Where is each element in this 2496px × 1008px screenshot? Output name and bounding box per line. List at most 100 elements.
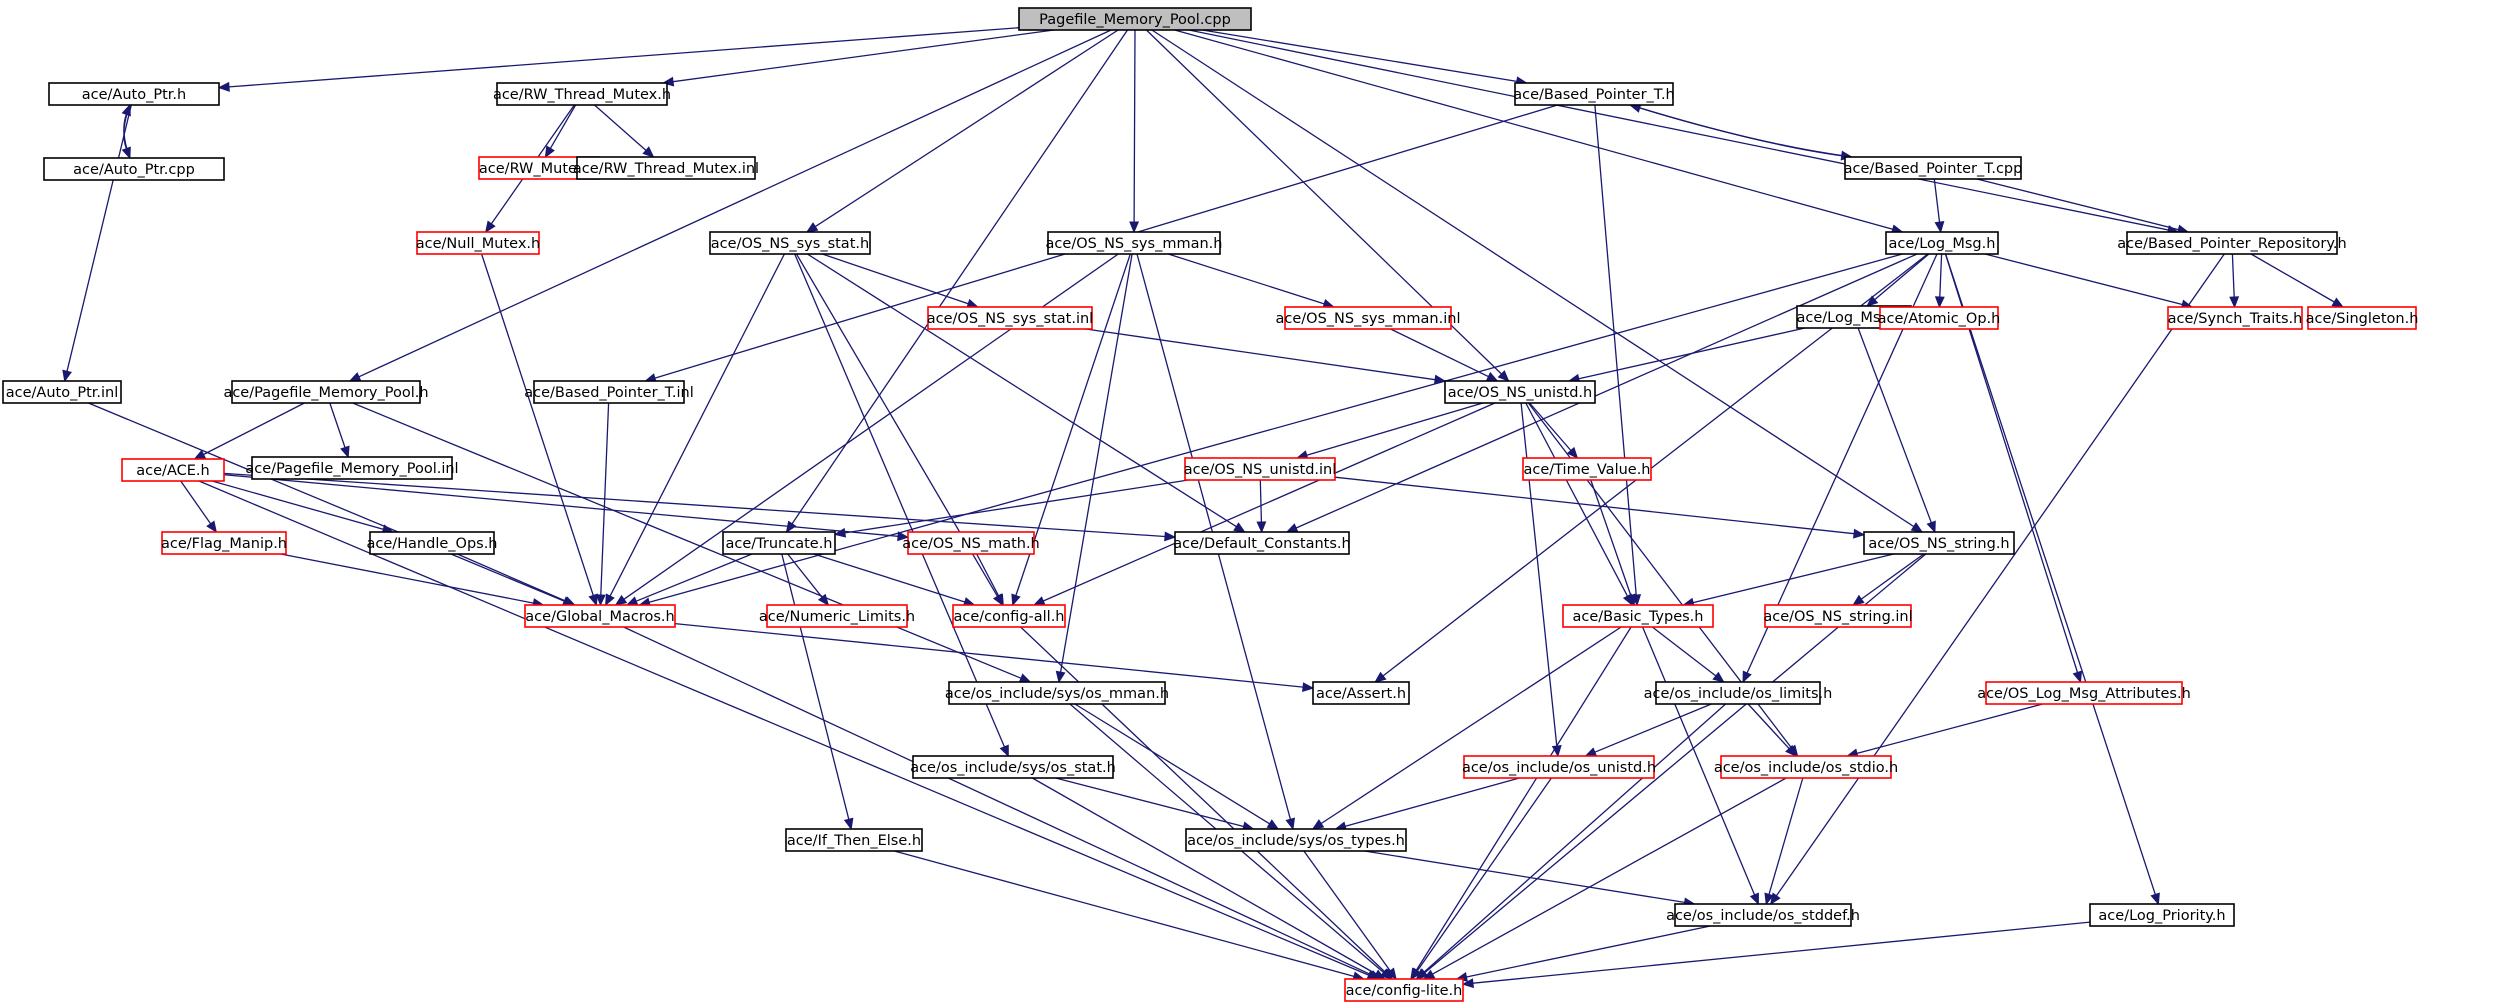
node-n15[interactable]: ace/OS_NS_sys_stat.h [709, 231, 871, 255]
node-n44[interactable]: ace/os_include/os_stdio.h [1714, 755, 1898, 779]
node-box[interactable] [927, 306, 1093, 330]
node-n28[interactable]: ace/OS_NS_unistd.inl [1184, 457, 1337, 481]
node-n16[interactable]: ace/OS_NS_sys_stat.inl [927, 306, 1093, 330]
node-box[interactable] [912, 755, 1114, 779]
node-box[interactable] [1047, 231, 1221, 255]
node-box[interactable] [369, 531, 495, 555]
node-box[interactable] [416, 231, 540, 255]
node-n36[interactable]: ace/config-all.h [952, 604, 1066, 628]
node-n18[interactable]: ace/OS_NS_sys_mman.inl [1276, 306, 1461, 330]
node-n20[interactable]: ace/Based_Pointer_T.cpp [1844, 156, 2023, 180]
node-box[interactable] [1885, 231, 1999, 255]
node-n34[interactable]: ace/OS_NS_string.inl [1763, 604, 1913, 628]
node-n0[interactable]: Pagefile_Memory_Pool.cpp [1018, 7, 1252, 31]
node-n39[interactable]: ace/os_include/sys/os_mman.h [945, 681, 1169, 705]
node-n49[interactable]: ace/config-lite.h [1344, 978, 1464, 1002]
node-n45[interactable]: ace/If_Then_Else.h [785, 828, 923, 852]
node-box[interactable] [496, 82, 668, 106]
node-box[interactable] [952, 604, 1066, 628]
node-n19[interactable]: ace/Based_Pointer_T.h [1513, 82, 1675, 106]
node-box[interactable] [2126, 231, 2338, 255]
node-n46[interactable]: ace/os_include/sys/os_types.h [1185, 828, 1407, 852]
node-n27[interactable]: ace/OS_NS_unistd.h [1444, 380, 1596, 404]
node-n5[interactable]: ace/RW_Mutex.h [478, 156, 600, 180]
node-box[interactable] [1720, 755, 1892, 779]
node-box[interactable] [1018, 7, 1252, 31]
node-n9[interactable]: ace/ACE.h [121, 458, 225, 482]
node-box[interactable] [1863, 531, 2015, 555]
node-n42[interactable]: ace/os_include/sys/os_stat.h [910, 755, 1116, 779]
node-n40[interactable]: ace/os_include/os_limits.h [1644, 681, 1833, 705]
node-box[interactable] [1655, 681, 1821, 705]
node-box[interactable] [785, 828, 923, 852]
node-box[interactable] [948, 681, 1166, 705]
arrowhead-n9-n11 [206, 520, 218, 534]
node-n43[interactable]: ace/os_include/os_unistd.h [1462, 755, 1656, 779]
node-box[interactable] [1184, 457, 1336, 481]
node-box[interactable] [1674, 903, 1852, 927]
node-box[interactable] [722, 531, 836, 555]
node-box[interactable] [1764, 604, 1912, 628]
node-n35[interactable]: ace/Numeric_Limits.h [759, 604, 915, 628]
node-box[interactable] [709, 231, 871, 255]
node-n41[interactable]: ace/OS_Log_Msg_Attributes.h [1977, 681, 2191, 705]
node-box[interactable] [1844, 156, 2022, 180]
node-box[interactable] [1444, 380, 1596, 404]
node-n38[interactable]: ace/Assert.h [1312, 681, 1410, 705]
node-box[interactable] [1284, 306, 1452, 330]
node-box[interactable] [251, 456, 453, 480]
node-n30[interactable]: ace/Truncate.h [722, 531, 836, 555]
node-n10[interactable]: ace/Pagefile_Memory_Pool.inl [245, 456, 459, 480]
node-n17[interactable]: ace/OS_NS_sys_mman.h [1046, 231, 1223, 255]
node-box[interactable] [766, 604, 908, 628]
node-n8[interactable]: ace/Pagefile_Memory_Pool.h [223, 380, 429, 404]
node-box[interactable] [1463, 755, 1655, 779]
node-n6[interactable]: ace/RW_Thread_Mutex.inl [573, 156, 759, 180]
node-box[interactable] [1879, 306, 1999, 330]
node-n31[interactable]: ace/OS_NS_math.h [902, 531, 1040, 555]
node-box[interactable] [1562, 604, 1714, 628]
node-n33[interactable]: ace/OS_NS_string.h [1863, 531, 2015, 555]
node-box[interactable] [231, 380, 421, 404]
node-box[interactable] [524, 604, 676, 628]
node-box[interactable] [2307, 306, 2417, 330]
node-box[interactable] [1514, 82, 1674, 106]
node-n24[interactable]: ace/Atomic_Op.h [1878, 306, 2001, 330]
node-box[interactable] [2167, 306, 2303, 330]
node-box[interactable] [161, 531, 287, 555]
node-n37[interactable]: ace/Basic_Types.h [1562, 604, 1714, 628]
node-n29[interactable]: ace/Time_Value.h [1522, 457, 1652, 481]
node-box[interactable] [43, 157, 225, 181]
node-n32[interactable]: ace/Default_Constants.h [1173, 531, 1351, 555]
node-n47[interactable]: ace/os_include/os_stddef.h [1666, 903, 1860, 927]
node-n14[interactable]: ace/Based_Pointer_T.inl [524, 380, 694, 404]
node-n21[interactable]: ace/Based_Pointer_Repository.h [2117, 231, 2347, 255]
node-n48[interactable]: ace/Log_Priority.h [2089, 903, 2235, 927]
node-box[interactable] [1174, 531, 1350, 555]
edge-n0-n22 [1174, 29, 1893, 230]
node-box[interactable] [2, 380, 122, 404]
node-n25[interactable]: ace/Synch_Traits.h [2167, 306, 2303, 330]
node-box[interactable] [533, 380, 685, 404]
node-box[interactable] [1312, 681, 1410, 705]
node-box[interactable] [48, 82, 220, 106]
node-n2[interactable]: ace/Auto_Ptr.cpp [43, 157, 225, 181]
edge-n45-n49 [894, 850, 1355, 978]
node-box[interactable] [1344, 978, 1464, 1002]
node-box[interactable] [2089, 903, 2235, 927]
node-n1[interactable]: ace/Auto_Ptr.h [48, 82, 220, 106]
node-box[interactable] [1185, 828, 1407, 852]
node-box[interactable] [1522, 457, 1652, 481]
node-n13[interactable]: ace/Global_Macros.h [524, 604, 676, 628]
node-n3[interactable]: ace/Auto_Ptr.inl [2, 380, 122, 404]
node-box[interactable] [907, 531, 1035, 555]
node-n26[interactable]: ace/Singleton.h [2306, 306, 2419, 330]
node-n7[interactable]: ace/Null_Mutex.h [416, 231, 540, 255]
node-n11[interactable]: ace/Flag_Manip.h [161, 531, 287, 555]
node-n22[interactable]: ace/Log_Msg.h [1885, 231, 1999, 255]
node-box[interactable] [1985, 681, 2183, 705]
node-n12[interactable]: ace/Handle_Ops.h [366, 531, 498, 555]
node-box[interactable] [576, 156, 756, 180]
node-n4[interactable]: ace/RW_Thread_Mutex.h [493, 82, 671, 106]
node-box[interactable] [121, 458, 225, 482]
